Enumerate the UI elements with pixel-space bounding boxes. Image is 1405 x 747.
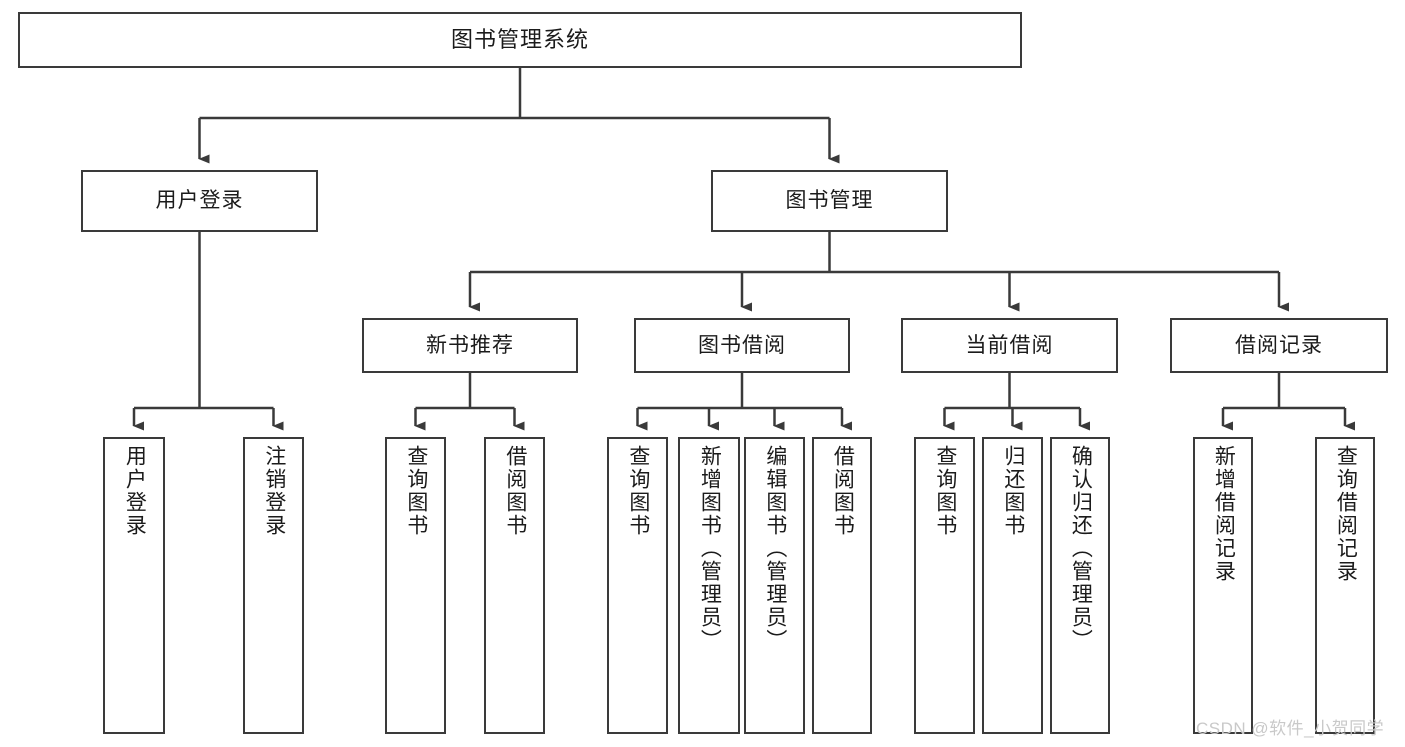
node-leaf-user-login: 用户登录 [103, 437, 165, 734]
node-user-login: 用户登录 [81, 170, 318, 232]
node-leaf-rec-borrow: 借阅图书 [484, 437, 545, 734]
node-label: 用户登录 [123, 445, 147, 537]
node-leaf-cur-confirm: 确认归还（管理员） [1050, 437, 1110, 734]
node-label: 借阅图书 [503, 445, 527, 537]
node-leaf-borrow-lend: 借阅图书 [812, 437, 872, 734]
node-label: 归还图书 [1001, 445, 1025, 537]
node-current-borrow: 当前借阅 [901, 318, 1118, 373]
node-label: 查询借阅记录 [1334, 445, 1358, 583]
node-leaf-rec-query: 查询图书 [385, 437, 446, 734]
node-label: 编辑图书（管理员） [763, 445, 787, 652]
node-leaf-rec-add: 新增借阅记录 [1193, 437, 1253, 734]
node-leaf-cur-return: 归还图书 [982, 437, 1043, 734]
node-root: 图书管理系统 [18, 12, 1022, 68]
node-label: 图书管理 [785, 189, 874, 213]
node-label: 查询图书 [933, 445, 957, 537]
node-label: 新增借阅记录 [1212, 445, 1236, 583]
node-label: 图书管理系统 [450, 26, 589, 52]
node-label: 用户登录 [155, 189, 244, 213]
node-label: 借阅图书 [831, 445, 855, 537]
node-leaf-borrow-add: 新增图书（管理员） [678, 437, 740, 734]
node-label: 注销登录 [262, 445, 286, 537]
node-label: 借阅记录 [1235, 333, 1323, 357]
node-leaf-user-logout: 注销登录 [243, 437, 304, 734]
node-label: 当前借阅 [965, 333, 1054, 357]
node-label: 查询图书 [404, 445, 428, 537]
node-label: 图书借阅 [698, 333, 786, 357]
node-label: 确认归还（管理员） [1069, 445, 1093, 652]
node-label: 新增图书（管理员） [698, 445, 722, 652]
node-leaf-borrow-edit: 编辑图书（管理员） [744, 437, 805, 734]
node-leaf-cur-query: 查询图书 [914, 437, 975, 734]
node-leaf-borrow-query: 查询图书 [607, 437, 668, 734]
node-label: 新书推荐 [426, 333, 514, 357]
node-label: 查询图书 [626, 445, 650, 537]
node-book-manage: 图书管理 [711, 170, 948, 232]
node-new-book-rec: 新书推荐 [362, 318, 578, 373]
node-borrow-record: 借阅记录 [1170, 318, 1388, 373]
node-book-borrow: 图书借阅 [634, 318, 850, 373]
node-leaf-rec-search: 查询借阅记录 [1315, 437, 1375, 734]
